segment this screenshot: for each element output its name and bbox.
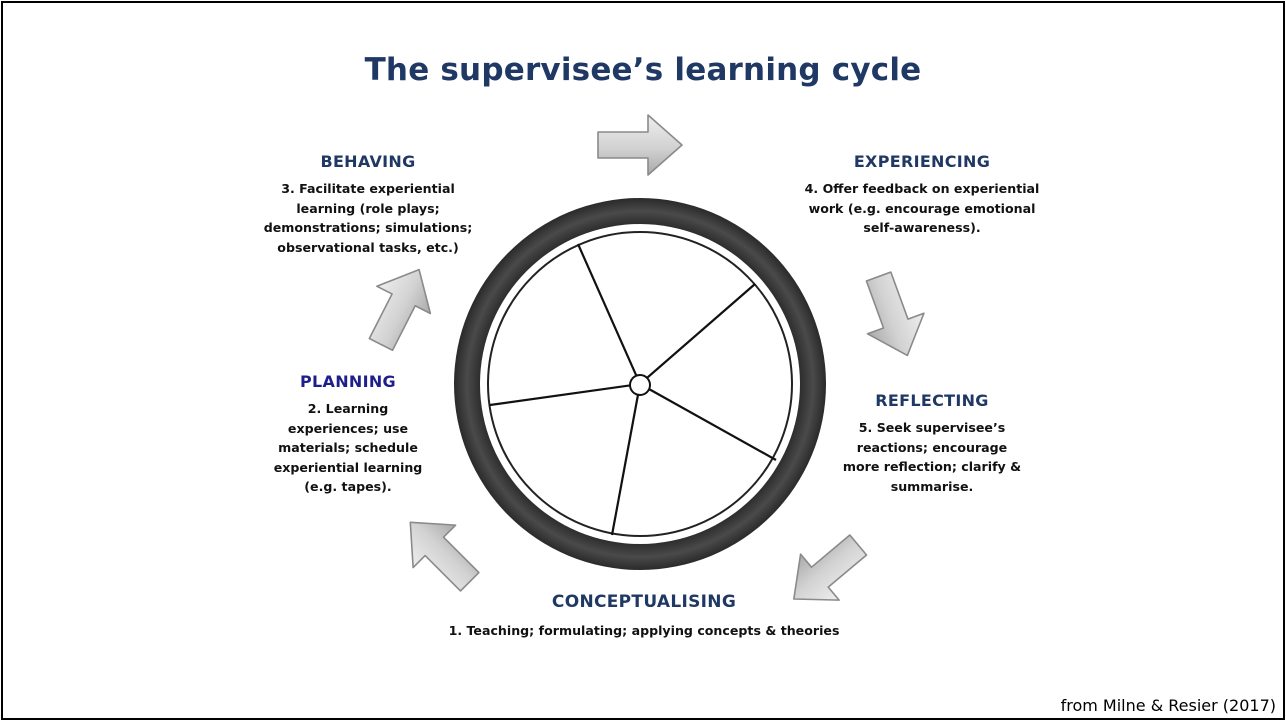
arrow-up-right-icon (353, 255, 447, 359)
wheel-spoke (489, 382, 641, 407)
wheel-spoke (639, 283, 756, 385)
wheel-rim-line (487, 231, 793, 537)
stage-description: 2. Learning experiences; use materials; … (234, 399, 462, 497)
desc-line: materials; schedule (278, 440, 418, 455)
stage-description: 1. Teaching; formulating; applying conce… (420, 621, 868, 641)
stage-heading: EXPERIENCING (853, 152, 991, 171)
wheel-spoke (610, 383, 642, 536)
wheel-spoke (639, 383, 777, 461)
wheel (454, 198, 826, 570)
desc-line: 3. Facilitate experiential (281, 181, 455, 196)
desc-line: observational tasks, etc.) (277, 239, 459, 255)
desc-line: 2. Learning (307, 401, 389, 416)
stage-heading: PLANNING (300, 372, 396, 391)
desc-line: 1. Teaching; formulating; applying conce… (448, 623, 840, 638)
desc-line: reactions; encourage (856, 439, 1008, 455)
desc-line: learning (role plays; (296, 200, 440, 216)
page-title: The supervisee’s learning cycle (364, 52, 922, 88)
desc-line: 4. Offer feedback on experiential (804, 181, 1040, 196)
wheel-spoke (576, 243, 642, 385)
arrow-up-left-icon (388, 500, 492, 604)
desc-line: demonstrations; simulations; (263, 220, 473, 235)
wheel-spokes (489, 243, 777, 536)
desc-line: self-awareness). (863, 220, 981, 235)
stage-heading: REFLECTING (875, 391, 989, 410)
desc-line: summarise. (890, 478, 974, 494)
source-citation: from Milne & Resier (2017) (1060, 696, 1276, 715)
desc-line: more reflection; clarify & (842, 459, 1022, 474)
stage-heading: CONCEPTUALISING (551, 592, 737, 612)
wheel-hub (629, 374, 651, 396)
stage-conceptualising: CONCEPTUALISING 1. Teaching; formulating… (420, 592, 868, 641)
arrow-right-icon (597, 114, 683, 176)
desc-line: experiences; use (287, 420, 409, 436)
arrow-down-right-icon (849, 265, 937, 367)
desc-line: (e.g. tapes). (304, 479, 392, 494)
stage-description: 4. Offer feedback on experiential work (… (776, 179, 1068, 238)
stage-heading: BEHAVING (320, 152, 416, 171)
stage-planning: PLANNING 2. Learning experiences; use ma… (234, 372, 462, 497)
stage-experiencing: EXPERIENCING 4. Offer feedback on experi… (776, 152, 1068, 238)
stage-reflecting: REFLECTING 5. Seek supervisee’s reaction… (810, 391, 1054, 496)
desc-line: experiential learning (273, 459, 423, 475)
desc-line: 5. Seek supervisee’s (858, 420, 1006, 435)
stage-description: 5. Seek supervisee’s reactions; encourag… (810, 418, 1054, 496)
desc-line: work (e.g. encourage emotional (808, 200, 1036, 216)
stage-behaving: BEHAVING 3. Facilitate experiential lear… (252, 152, 484, 257)
stage-description: 3. Facilitate experiential learning (rol… (252, 179, 484, 257)
